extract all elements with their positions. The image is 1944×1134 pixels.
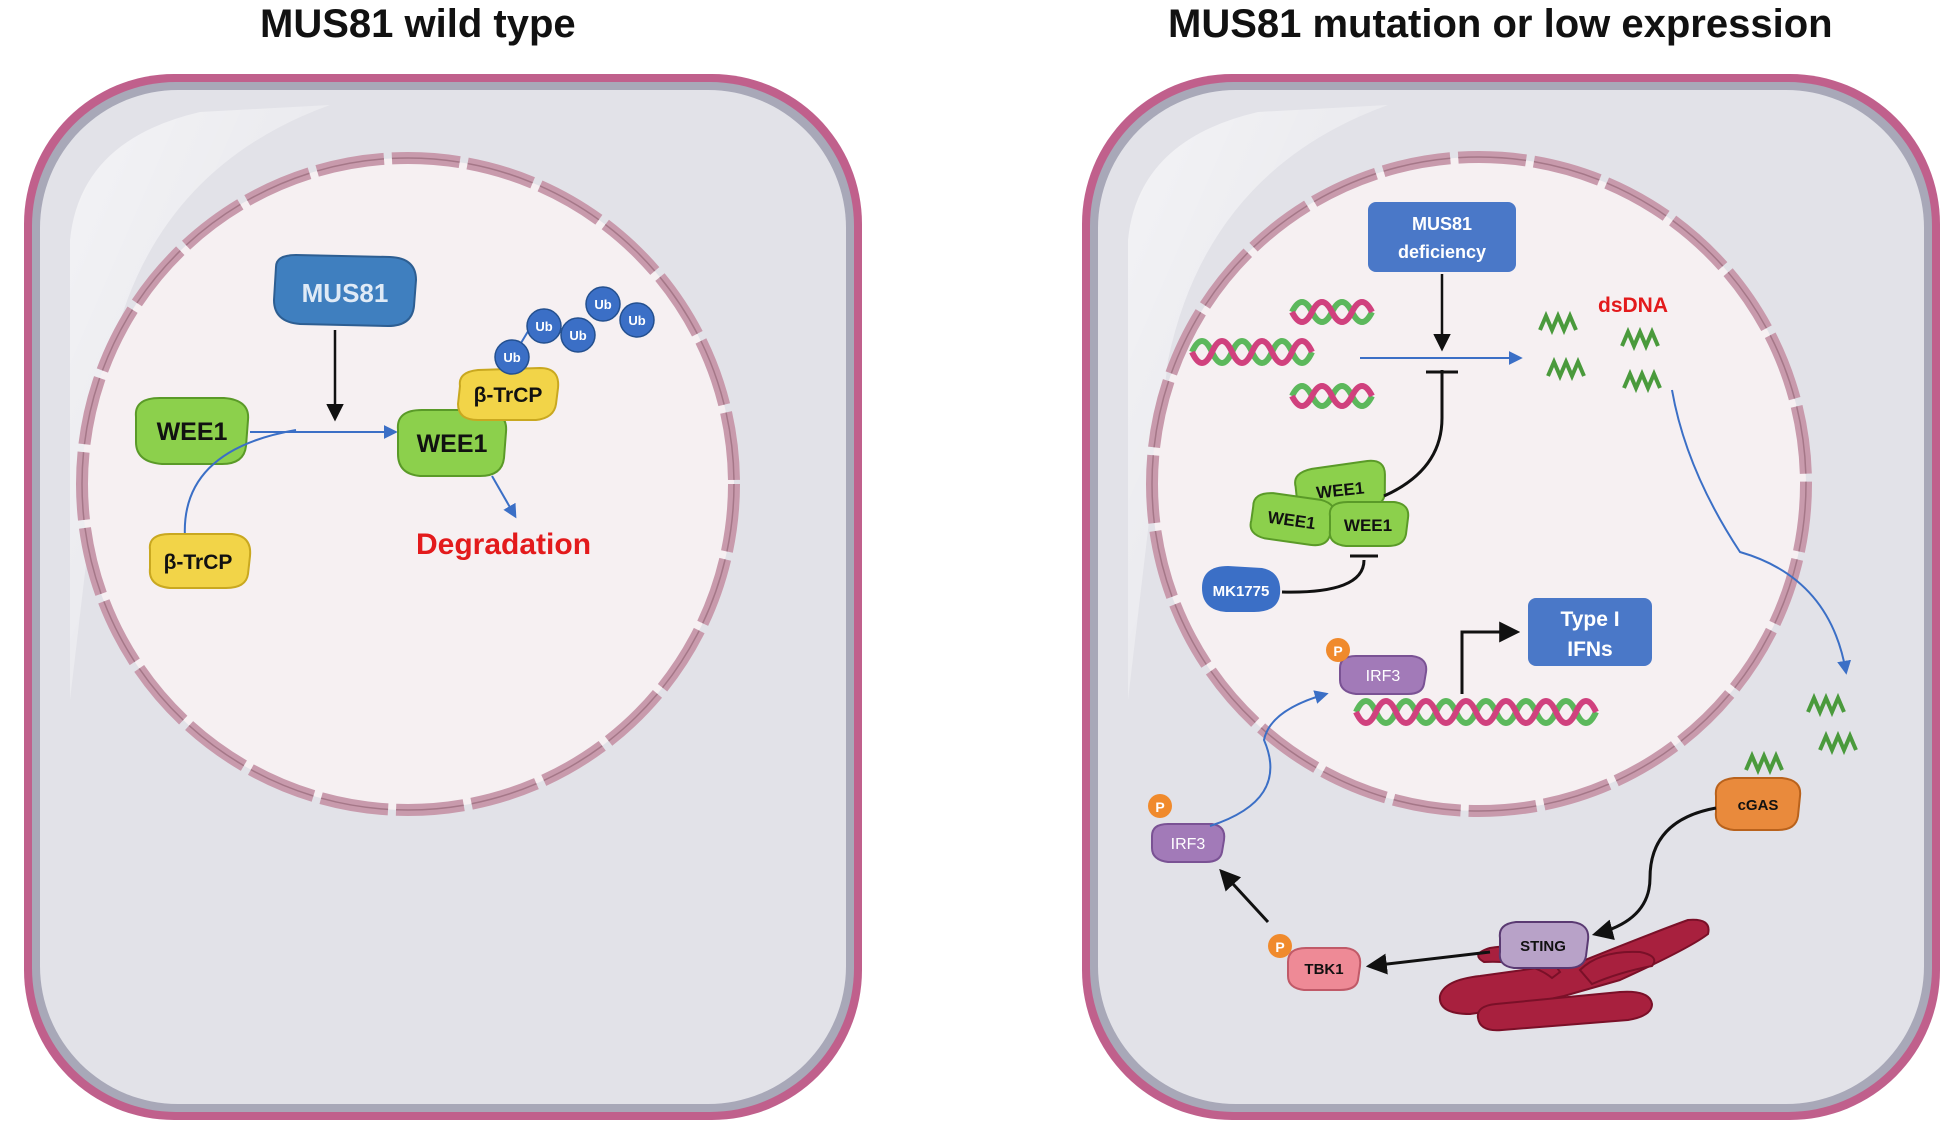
btrcp-label-free: β-TrCP (164, 551, 233, 574)
phospho-label-3: P (1275, 939, 1284, 955)
left-panel-title: MUS81 wild type (260, 2, 576, 46)
deficiency-box-line2: deficiency (1398, 242, 1486, 262)
ubiquitin-chain: Ub Ub Ub Ub Ub (494, 286, 655, 375)
mk1775-inhibition-line (1281, 559, 1366, 594)
ub-label-4: Ub (594, 297, 611, 312)
irf3-nuclear-import-arrow (1209, 690, 1329, 827)
ub-label-5: Ub (628, 313, 645, 328)
mk1775-inhibitor: MK1775 (1202, 566, 1281, 612)
wee1-cluster: WEE1 WEE1 WEE1 (1249, 459, 1410, 547)
ifn-gene-dna (1353, 698, 1599, 726)
replication-fork-dna (1189, 299, 1375, 409)
sting-label: STING (1520, 938, 1566, 955)
sting-to-tbk1-arrow (1365, 950, 1491, 975)
degradation-arrow (491, 475, 517, 519)
btrcp-free-left: β-TrCP (148, 533, 252, 589)
degradation-label: Degradation (416, 528, 591, 561)
ubiquitin-3 (560, 317, 596, 353)
ub-label-2: Ub (535, 319, 552, 334)
wee1-cluster-label-3: WEE1 (1344, 516, 1392, 535)
irf3-cytosolic-label: IRF3 (1171, 836, 1206, 853)
ubiquitin-2 (526, 308, 562, 344)
wee1-bound-left: WEE1 (396, 409, 508, 477)
btrcp-recruit-curve (183, 429, 297, 539)
mus81-deficiency-box: MUS81 deficiency (1368, 202, 1516, 272)
dsdna-export-arrow (1671, 389, 1852, 675)
phospho-tbk1 (1268, 934, 1292, 958)
wee1-cluster-label-1: WEE1 (1315, 479, 1365, 503)
ifn-box-line2: IFNs (1567, 638, 1613, 661)
cgas-protein: cGAS (1714, 777, 1802, 831)
sting-protein: STING (1498, 921, 1590, 969)
wee1-label-free: WEE1 (157, 418, 228, 446)
right-panel-title: MUS81 mutation or low expression (1168, 2, 1833, 46)
dsdna-fragments-nuclear (1538, 310, 1662, 394)
btrcp-bound-left: β-TrCP (456, 366, 560, 421)
wee1-free-left: WEE1 (134, 397, 250, 465)
ubiquitin-1 (494, 339, 530, 375)
tbk1-label: TBK1 (1304, 961, 1343, 978)
ubiquitin-4 (585, 286, 621, 322)
irf3-nuclear: IRF3 P (1326, 638, 1428, 695)
wee1-label-bound: WEE1 (417, 430, 488, 458)
mk1775-label: MK1775 (1213, 583, 1270, 600)
dsdna-fragments-cytosolic (1744, 692, 1858, 776)
wee1-inhibition-line (1383, 370, 1444, 498)
deficiency-box-line1: MUS81 (1412, 214, 1472, 234)
tbk1-protein: TBK1 P (1268, 934, 1362, 991)
cgas-to-sting-arrow (1591, 806, 1717, 940)
irf3-nuclear-label: IRF3 (1366, 668, 1401, 685)
cgas-label: cGAS (1738, 797, 1779, 814)
phospho-irf3-nuclear (1326, 638, 1350, 662)
type-i-ifns-box: Type I IFNs (1528, 598, 1652, 666)
dsdna-label: dsDNA (1598, 294, 1668, 317)
ifn-box-line1: Type I (1560, 608, 1619, 631)
irf3-cytosolic: IRF3 P (1148, 794, 1226, 863)
phospho-label-1: P (1333, 643, 1342, 659)
transcription-arrow (1460, 621, 1521, 694)
ub-label-3: Ub (569, 328, 586, 343)
left-cell (24, 74, 862, 1120)
tbk1-to-irf3-arrow (1219, 868, 1270, 924)
btrcp-label-bound: β-TrCP (474, 384, 543, 407)
mus81-protein-left: MUS81 (272, 253, 418, 328)
ub-label-1: Ub (503, 350, 520, 365)
mus81-label-left: MUS81 (302, 278, 389, 308)
ubiquitin-5 (619, 302, 655, 338)
phospho-irf3-cytosolic (1148, 794, 1172, 818)
phospho-label-2: P (1155, 799, 1164, 815)
